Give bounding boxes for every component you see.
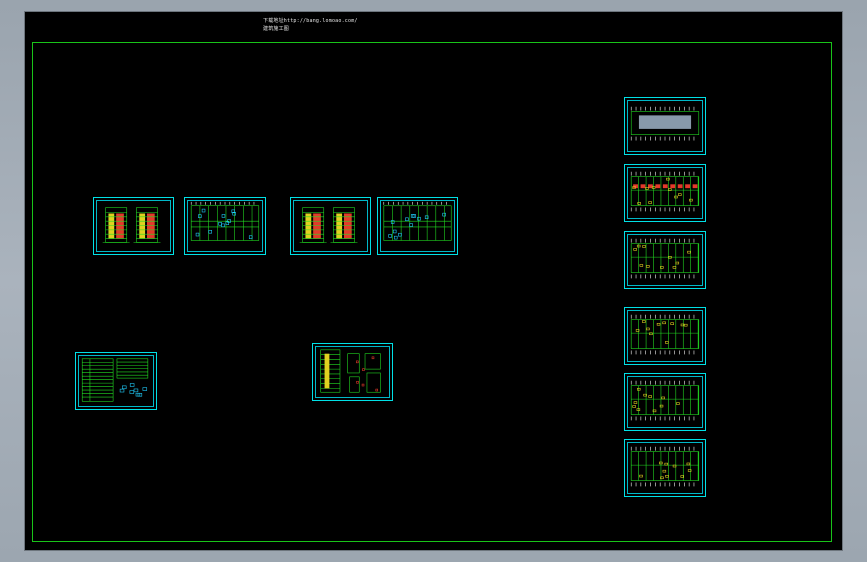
plan-sheet-1[interactable]	[184, 197, 266, 255]
roof-plan-sheet[interactable]	[624, 97, 706, 155]
section-sheet[interactable]	[312, 343, 393, 401]
drawing-set-label: 建筑施工图	[263, 26, 290, 32]
download-url-text: 下载地址http://bang.lomoao.com/	[263, 18, 358, 24]
drawing-frame	[32, 42, 832, 542]
plan-sheet-2[interactable]	[377, 197, 458, 255]
floor-plan-sheet-2[interactable]	[624, 231, 706, 289]
cad-model-space[interactable]: 下载地址http://bang.lomoao.com/ 建筑施工图	[25, 12, 842, 550]
schedule-sheet[interactable]	[75, 352, 157, 410]
floor-plan-sheet-4[interactable]	[624, 373, 706, 431]
floor-plan-sheet-5[interactable]	[624, 439, 706, 497]
elevation-sheet-1[interactable]	[93, 197, 174, 255]
elevation-sheet-2[interactable]	[290, 197, 371, 255]
floor-plan-sheet-1[interactable]	[624, 164, 706, 222]
floor-plan-sheet-3[interactable]	[624, 307, 706, 365]
